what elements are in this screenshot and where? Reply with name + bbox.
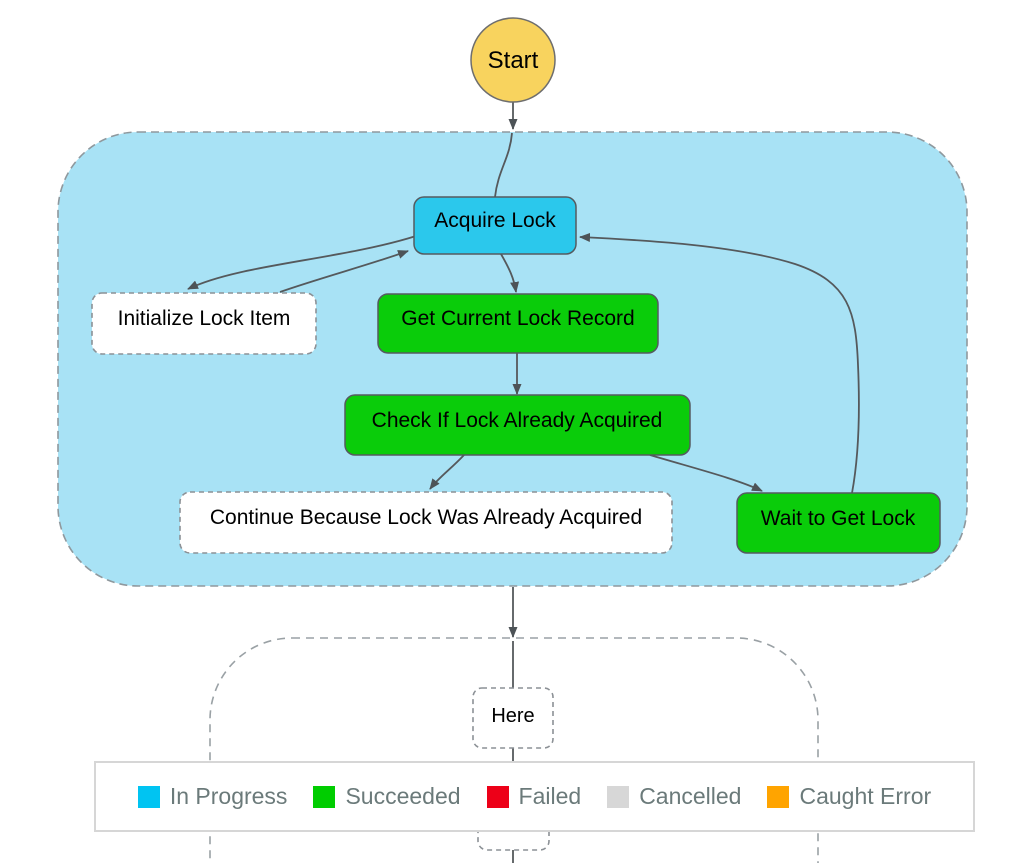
edge-acquire-lock-to-get-current-lock-record	[500, 253, 520, 293]
state-node-wait-to-get-lock[interactable]: Wait to Get Lock	[736, 492, 941, 554]
cancelled-swatch-icon	[607, 785, 630, 808]
state-node-check-if-lock-already-acquired[interactable]: Check If Lock Already Acquired	[344, 394, 691, 456]
state-label-get-current-lock-record: Get Current Lock Record	[401, 307, 634, 330]
parallel-group-container[interactable]	[57, 131, 968, 587]
start-node: Start	[470, 17, 556, 103]
caught-error-swatch-icon	[767, 785, 790, 808]
state-label-wait-to-get-lock: Wait to Get Lock	[761, 507, 916, 530]
failed-swatch-icon	[486, 785, 509, 808]
state-label-check-if-lock-already-acquired: Check If Lock Already Acquired	[372, 409, 663, 432]
legend-label-in-progress: In Progress	[169, 783, 288, 809]
state-label-acquire-lock: Acquire Lock	[434, 209, 556, 232]
legend-label-failed: Failed	[518, 783, 582, 809]
legend-item-caught-error: Caught Error	[767, 783, 931, 810]
legend-item-succeeded: Succeeded	[313, 783, 461, 810]
edge-initialize-lock-item-to-acquire-lock	[279, 250, 409, 293]
legend-label-succeeded: Succeeded	[345, 783, 461, 809]
state-node-continue-because-lock-was-already-acquired[interactable]: Continue Because Lock Was Already Acquir…	[179, 491, 673, 554]
status-legend: In Progress Succeeded Failed Cancelled C…	[94, 761, 975, 832]
start-circle	[470, 17, 556, 103]
edge-group-to-acquire-lock	[494, 132, 513, 198]
state-node-here[interactable]: Here	[472, 687, 554, 749]
legend-item-in-progress: In Progress	[137, 783, 288, 810]
edge-acquire-lock-to-initialize-lock-item	[187, 235, 417, 290]
start-label: Start	[488, 47, 539, 74]
edge-check-to-wait-to-get-lock	[649, 454, 763, 492]
legend-item-failed: Failed	[486, 783, 582, 810]
state-label-continue-because-lock-was-already-acquired: Continue Because Lock Was Already Acquir…	[210, 506, 642, 529]
edge-wait-to-get-lock-to-acquire-lock	[579, 232, 860, 494]
succeeded-swatch-icon	[313, 785, 336, 808]
legend-label-cancelled: Cancelled	[639, 783, 742, 809]
state-label-here: Here	[491, 705, 534, 727]
legend-label-caught-error: Caught Error	[799, 783, 932, 809]
edge-check-to-continue	[429, 454, 465, 490]
state-node-acquire-lock[interactable]: Acquire Lock	[413, 196, 577, 255]
legend-item-cancelled: Cancelled	[607, 783, 741, 810]
state-node-initialize-lock-item[interactable]: Initialize Lock Item	[91, 292, 317, 355]
state-node-get-current-lock-record[interactable]: Get Current Lock Record	[377, 293, 659, 354]
state-label-initialize-lock-item: Initialize Lock Item	[118, 307, 291, 330]
in-progress-swatch-icon	[137, 785, 160, 808]
